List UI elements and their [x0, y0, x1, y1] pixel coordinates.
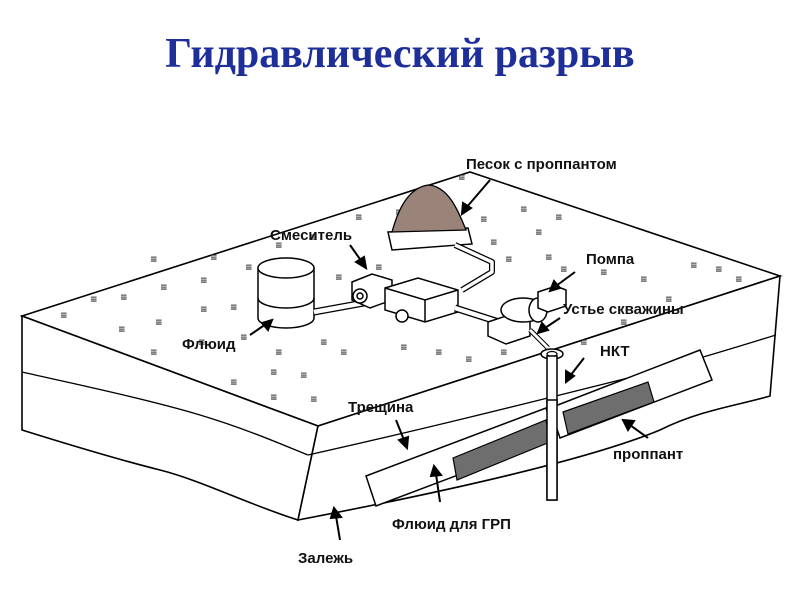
svg-text:≡: ≡ — [270, 393, 278, 403]
svg-text:≡: ≡ — [310, 233, 318, 243]
label-frac-fluid: Флюид для ГРП — [392, 516, 511, 533]
svg-text:≡: ≡ — [335, 273, 343, 283]
svg-text:≡: ≡ — [620, 318, 628, 328]
svg-text:≡: ≡ — [435, 348, 443, 358]
svg-text:≡: ≡ — [355, 213, 363, 223]
svg-text:≡: ≡ — [230, 303, 238, 313]
svg-text:≡: ≡ — [690, 261, 698, 271]
label-tubing: НКТ — [600, 343, 630, 360]
svg-text:≡: ≡ — [210, 253, 218, 263]
svg-text:≡: ≡ — [120, 293, 128, 303]
sand-pile — [387, 184, 473, 251]
svg-text:≡: ≡ — [160, 283, 168, 293]
svg-text:≡: ≡ — [200, 276, 208, 286]
svg-text:≡: ≡ — [60, 311, 68, 321]
svg-text:≡: ≡ — [458, 173, 466, 183]
reservoir-line-right — [307, 334, 777, 456]
svg-text:≡: ≡ — [270, 368, 278, 378]
svg-text:≡: ≡ — [90, 295, 98, 305]
svg-text:≡: ≡ — [198, 338, 206, 348]
svg-text:≡: ≡ — [400, 343, 408, 353]
svg-text:≡: ≡ — [640, 275, 648, 285]
svg-text:≡: ≡ — [275, 348, 283, 358]
fluid-tank — [257, 257, 315, 329]
surface-texture: ≡≡≡ ≡≡≡ ≡≡≡ ≡≡≡ ≡≡≡ ≡≡≡ ≡≡≡ ≡≡≡ ≡≡≡ ≡≡≡ … — [60, 173, 743, 405]
label-fracture: Трещина — [348, 399, 414, 416]
svg-text:≡: ≡ — [155, 318, 163, 328]
svg-text:≡: ≡ — [300, 371, 308, 381]
svg-text:≡: ≡ — [150, 255, 158, 265]
svg-text:≡: ≡ — [505, 255, 513, 265]
label-sand: Песок с проппантом — [466, 156, 617, 173]
svg-text:≡: ≡ — [555, 213, 563, 223]
svg-text:≡: ≡ — [735, 275, 743, 285]
blender-unit — [384, 277, 459, 323]
label-mixer: Смеситель — [270, 227, 353, 244]
svg-text:≡: ≡ — [665, 295, 673, 305]
svg-text:≡: ≡ — [520, 205, 528, 215]
svg-text:≡: ≡ — [580, 338, 588, 348]
svg-text:≡: ≡ — [240, 333, 248, 343]
label-fluid: Флюид — [182, 336, 236, 353]
svg-text:≡: ≡ — [275, 241, 283, 251]
label-pump: Помпа — [586, 251, 635, 268]
svg-text:≡: ≡ — [480, 215, 488, 225]
svg-text:≡: ≡ — [320, 338, 328, 348]
svg-text:≡: ≡ — [245, 263, 253, 273]
svg-text:≡: ≡ — [200, 305, 208, 315]
svg-text:≡: ≡ — [375, 263, 383, 273]
mixer-unit — [351, 273, 393, 309]
svg-text:≡: ≡ — [535, 228, 543, 238]
pump-unit — [487, 285, 567, 345]
svg-text:≡: ≡ — [490, 238, 498, 248]
label-reservoir: Залежь — [298, 550, 354, 567]
reservoir-line-front — [21, 371, 309, 456]
svg-text:≡: ≡ — [600, 268, 608, 278]
svg-text:≡: ≡ — [465, 355, 473, 365]
svg-text:≡: ≡ — [230, 378, 238, 388]
svg-text:≡: ≡ — [150, 348, 158, 358]
label-proppant: проппант — [613, 446, 684, 463]
svg-text:≡: ≡ — [310, 395, 318, 405]
page-title: Гидравлический разрыв — [165, 31, 635, 77]
svg-text:≡: ≡ — [545, 253, 553, 263]
label-wellhead: Устье скважины — [563, 301, 684, 318]
annotation-arrows — [249, 179, 649, 541]
svg-text:≡: ≡ — [340, 348, 348, 358]
ground-front-face — [21, 314, 319, 522]
svg-text:≡: ≡ — [560, 265, 568, 275]
svg-text:≡: ≡ — [715, 265, 723, 275]
svg-text:≡: ≡ — [118, 325, 126, 335]
svg-text:≡: ≡ — [500, 348, 508, 358]
